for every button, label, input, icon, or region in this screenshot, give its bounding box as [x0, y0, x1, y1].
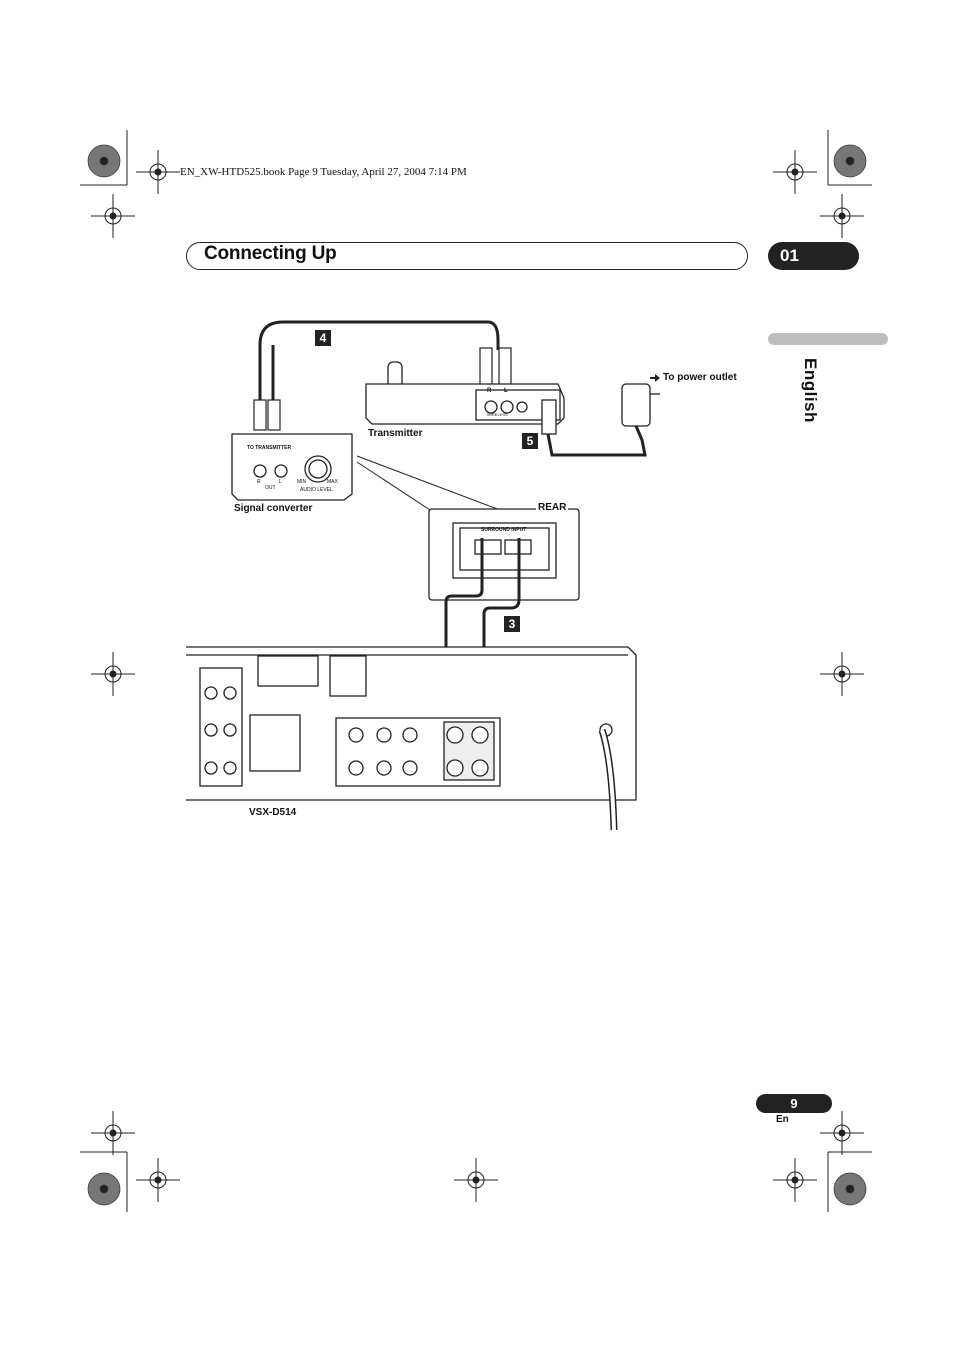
receiver-panel	[186, 646, 637, 801]
tx-r-label: R	[487, 388, 492, 394]
step-3-badge: 3	[504, 616, 520, 632]
max-label: MAX	[327, 479, 338, 485]
step-4-badge: 4	[315, 330, 331, 346]
out-l-label: L	[279, 479, 282, 485]
transmitter-label: Transmitter	[368, 428, 423, 439]
page-language: En	[776, 1114, 789, 1125]
power-outlet-label: To power outlet	[663, 372, 737, 383]
transmitter-body	[365, 361, 565, 425]
rear-label: REAR	[536, 502, 569, 513]
out-r-label: R	[257, 479, 261, 485]
starburst-marks	[87, 144, 867, 1206]
signal-converter-label: Signal converter	[234, 503, 313, 514]
out-label: OUT	[265, 485, 276, 491]
registration-marks	[91, 150, 864, 1202]
model-label: VSX-D514	[249, 807, 297, 818]
section-title: Connecting Up	[204, 243, 337, 264]
page-number: 9	[756, 1094, 832, 1113]
print-header: EN_XW-HTD525.book Page 9 Tuesday, April …	[180, 166, 467, 178]
min-label: MIN	[297, 479, 307, 485]
language-tab: English	[801, 358, 820, 423]
language-tab-bar	[768, 333, 888, 345]
signal-converter-body	[231, 433, 353, 501]
rear-detail	[428, 508, 580, 601]
tx-l-label: L	[504, 388, 508, 394]
wireless-label: WIRELESS	[487, 412, 508, 417]
chapter-number: 01	[768, 242, 859, 270]
to-transmitter-label: TO TRANSMITTER	[247, 445, 292, 451]
step-5-badge: 5	[522, 433, 538, 449]
audio-level-label: AUDIO LEVEL	[300, 487, 333, 493]
section-title-frame	[186, 242, 748, 270]
surround-input-label: SURROUND INPUT	[481, 527, 527, 533]
